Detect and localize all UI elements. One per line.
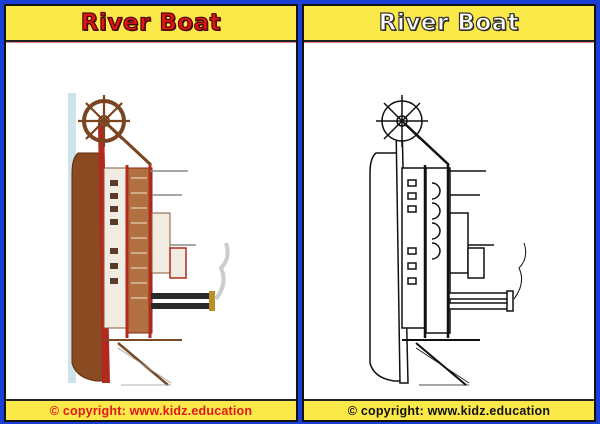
- copyright-text: © copyright: www.kidz.education: [347, 403, 551, 418]
- card-header: River Boat: [304, 6, 594, 43]
- river-boat-outline-image: [304, 43, 594, 398]
- river-boat-color-image: [6, 43, 296, 398]
- card-header: River Boat: [6, 6, 296, 43]
- copyright-text: © copyright: www.kidz.education: [49, 403, 253, 418]
- flashcard-outline: River Boat: [302, 4, 596, 422]
- flashcard-color: River Boat: [4, 4, 298, 422]
- card-title: River Boat: [378, 9, 520, 36]
- card-footer: © copyright: www.kidz.education: [6, 399, 296, 420]
- river-boat-icon: [68, 93, 230, 386]
- card-footer: © copyright: www.kidz.education: [304, 399, 594, 420]
- card-title: River Boat: [80, 9, 222, 36]
- river-boat-outline-icon: [369, 95, 527, 386]
